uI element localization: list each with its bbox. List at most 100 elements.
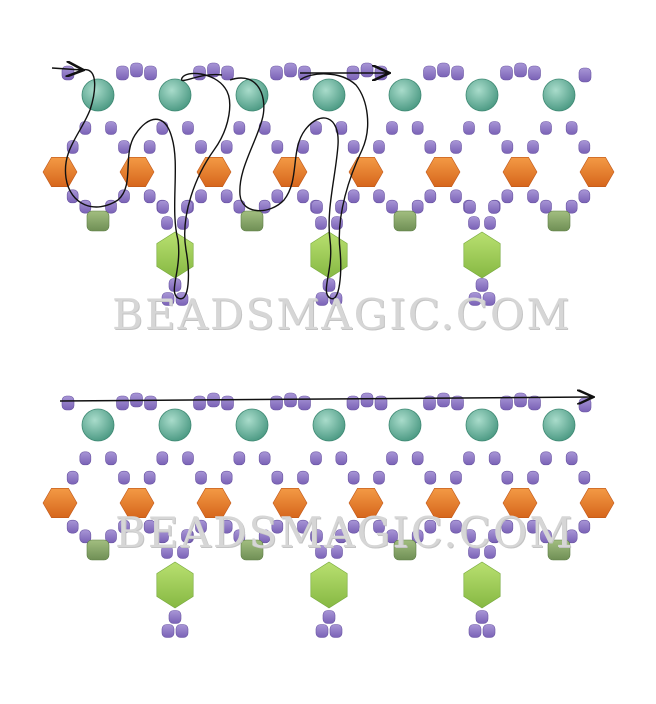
leg-seed-bead: [79, 529, 92, 544]
leg-seed-bead: [105, 529, 117, 544]
leg-seed-bead: [450, 470, 462, 485]
top-seed-bead: [298, 395, 311, 411]
top-seed-bead: [130, 62, 143, 78]
leg-seed-bead: [501, 519, 514, 534]
tail-seed-bead: [468, 292, 482, 306]
tail-seed-bead: [161, 292, 175, 306]
tail-seed-bead: [329, 292, 343, 306]
leg-seed-bead: [411, 451, 424, 466]
leg-seed-bead: [156, 451, 169, 466]
leg-seed-bead: [335, 451, 348, 466]
large-green-bead: [156, 561, 194, 609]
top-seed-bead: [451, 65, 464, 81]
leg-seed-bead: [578, 140, 591, 154]
top-seed-bead: [437, 62, 450, 78]
leg-seed-bead: [424, 189, 437, 204]
leg-seed-bead: [501, 140, 514, 154]
leg-seed-bead: [373, 519, 385, 534]
tail-seed-bead: [468, 624, 482, 638]
top-seed-bead: [116, 65, 129, 81]
leg-seed-bead: [386, 529, 398, 544]
orange-bead: [196, 157, 232, 187]
leg-seed-bead: [386, 451, 398, 466]
small-green-bead: [393, 539, 417, 561]
leg-seed-bead: [143, 519, 156, 534]
leg-seed-bead: [195, 189, 207, 204]
top-seed-bead: [578, 67, 592, 83]
top-seed-bead: [144, 65, 157, 81]
leg-seed-bead: [373, 140, 385, 154]
leg-seed-bead: [347, 140, 360, 154]
leg-seed-bead: [258, 529, 271, 544]
top-seed-bead: [514, 392, 527, 408]
leg-seed-bead: [540, 451, 552, 466]
drop-seed-bead: [157, 200, 169, 214]
drop-seed-bead: [315, 545, 327, 559]
round-bead: [81, 78, 115, 112]
top-seed-bead: [221, 395, 234, 411]
top-seed-bead: [193, 395, 206, 411]
leg-seed-bead: [271, 519, 284, 534]
leg-seed-bead: [182, 451, 194, 466]
thread-path-bottom: [59, 397, 592, 401]
leg-seed-bead: [411, 121, 424, 135]
drop-seed-bead: [484, 545, 496, 559]
leg-seed-bead: [565, 199, 578, 214]
drop-seed-bead: [177, 545, 189, 559]
leg-seed-bead: [578, 470, 591, 485]
leg-seed-bead: [271, 189, 284, 204]
leg-seed-bead: [578, 519, 591, 534]
drop-seed-bead: [488, 529, 500, 543]
tail-seed-bead: [315, 624, 329, 638]
round-bead: [312, 78, 346, 112]
top-seed-bead: [61, 395, 75, 411]
leg-seed-bead: [527, 140, 539, 154]
leg-seed-bead: [297, 189, 309, 204]
orange-bead: [502, 487, 538, 519]
tail-seed-bead: [161, 624, 175, 638]
top-seed-bead: [360, 62, 374, 78]
leg-seed-bead: [386, 199, 398, 214]
leg-seed-bead: [118, 140, 130, 154]
tail-seed-bead: [322, 610, 336, 624]
leg-seed-bead: [488, 121, 501, 135]
thread-entry-arrow: [51, 68, 82, 70]
round-bead: [465, 408, 499, 442]
leg-seed-bead: [143, 189, 156, 204]
round-bead: [388, 408, 422, 442]
top-seed-bead: [270, 65, 283, 81]
leg-seed-bead: [195, 519, 207, 534]
leg-seed-bead: [424, 470, 437, 485]
leg-seed-bead: [540, 529, 552, 544]
leg-seed-bead: [565, 451, 578, 466]
orange-bead: [196, 487, 232, 519]
round-bead: [312, 408, 346, 442]
top-seed-bead: [528, 395, 541, 411]
small-green-bead: [86, 210, 110, 232]
leg-seed-bead: [118, 470, 130, 485]
tail-seed-bead: [168, 610, 182, 624]
round-bead: [465, 78, 499, 112]
drop-seed-bead: [157, 529, 169, 543]
leg-seed-bead: [156, 121, 169, 135]
drop-seed-bead: [311, 200, 323, 214]
top-seed-bead: [451, 395, 464, 411]
round-bead: [235, 408, 269, 442]
small-green-bead: [393, 210, 417, 232]
leg-seed-bead: [271, 140, 284, 154]
leg-seed-bead: [118, 519, 130, 534]
top-seed-bead: [423, 65, 436, 81]
drop-seed-bead: [484, 216, 496, 230]
leg-seed-bead: [450, 140, 462, 154]
leg-seed-bead: [501, 470, 514, 485]
leg-seed-bead: [182, 121, 194, 135]
large-green-bead: [310, 561, 348, 609]
leg-seed-bead: [79, 451, 92, 466]
large-green-bead: [156, 231, 194, 279]
leg-seed-bead: [220, 519, 233, 534]
orange-bead: [425, 487, 461, 519]
orange-bead: [579, 157, 615, 187]
round-bead: [158, 78, 192, 112]
small-green-bead: [86, 539, 110, 561]
drop-seed-bead: [468, 545, 480, 559]
